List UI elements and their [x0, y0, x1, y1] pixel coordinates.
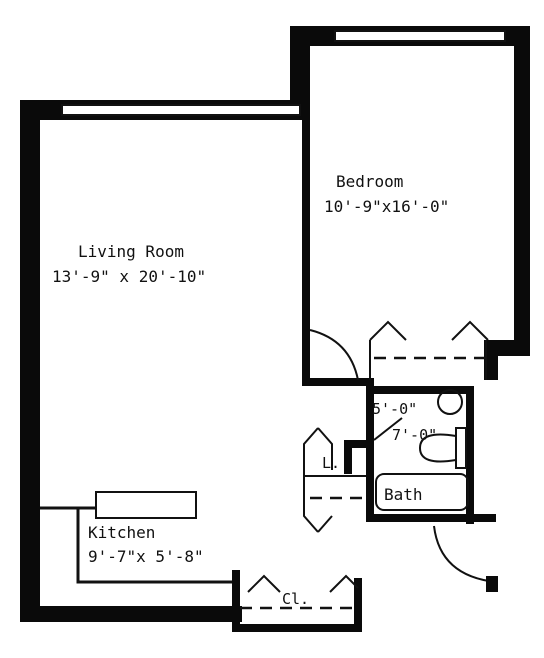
toilet-tank [455, 427, 467, 469]
hall-closet [240, 574, 359, 610]
linen-right-jamb [344, 440, 352, 474]
linen-top-wall [344, 440, 370, 448]
bedroom-right-wall [514, 26, 530, 356]
bathtub [375, 473, 469, 511]
windows [61, 30, 506, 116]
closet-bifold [247, 574, 359, 593]
bath-right-wall [466, 386, 474, 524]
bedroom-label: Bedroom [336, 172, 403, 191]
bath-door-leaf [373, 417, 403, 441]
kitchen-dims: 9'-7"x 5'-8" [88, 547, 204, 566]
bath-fixtures [375, 389, 469, 511]
bedroom-living-partition [302, 40, 310, 385]
closet-left-wall [232, 570, 240, 630]
living-room-label: Living Room [78, 242, 184, 261]
kitchen-label: Kitchen [88, 523, 155, 542]
bath-label: Bath [384, 485, 423, 504]
bedroom-closet [369, 320, 489, 380]
bath-top-wall [366, 386, 472, 394]
hall-dims-b: 7'-0" [392, 426, 437, 444]
room-labels: Bedroom 10'-9"x16'-0" Living Room 13'-9"… [52, 172, 449, 608]
living-room-dims: 13'-9" x 20'-10" [52, 267, 206, 286]
bedroom-closet-bifold [369, 320, 489, 341]
bedroom-closet-jamb [484, 340, 498, 380]
closet-right-wall [354, 578, 362, 632]
bedroom-window [334, 30, 506, 42]
kitchen-counter-outline [76, 508, 232, 584]
doors [309, 329, 498, 592]
kitchen-hood [95, 491, 197, 519]
entry-door-swing [433, 525, 497, 583]
living-left-wall [20, 100, 40, 622]
bedroom-closet-jambs [369, 340, 487, 380]
lavatory-sink [437, 389, 463, 415]
bath-bottom-wall [366, 514, 496, 522]
kitchen-fixtures [40, 491, 232, 584]
hall-dims-a: 5'-0" [372, 400, 417, 418]
bath-left-wall [366, 380, 374, 520]
bedroom-door-swing [309, 329, 359, 381]
linen-bifold-left [303, 427, 319, 533]
toilet-bowl [418, 433, 457, 463]
linen-closet [303, 427, 366, 533]
closet-label: Cl. [282, 590, 309, 608]
entry-door-jamb [486, 576, 498, 592]
linen-label: L. [322, 454, 340, 472]
bedroom-bottom-left-wall [302, 378, 374, 386]
bedroom-dims: 10'-9"x16'-0" [324, 197, 449, 216]
living-bottom-wall [20, 606, 242, 622]
linen-bifold-right [317, 427, 333, 533]
living-window [61, 104, 301, 116]
interior-walls [232, 40, 496, 632]
closet-bottom-wall [232, 624, 362, 632]
